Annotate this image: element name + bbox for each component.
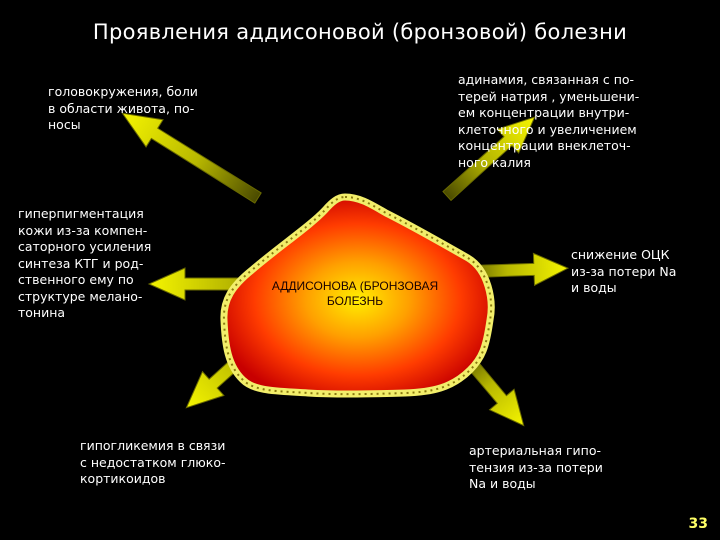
central-blob [220,193,495,398]
node-bottom-left-text: гипогликемия в связи с недостатком глюко… [80,438,226,486]
node-left-text: гиперпигментация кожи из-за компен- сато… [18,206,152,320]
arrow-to-top-right [442,116,536,202]
node-top-left-text: головокружения, боли в области живота, п… [48,84,198,132]
page-number: 33 [688,516,708,532]
node-right-text: снижение ОЦК из-за потери Na и воды [571,247,677,295]
center-label: АДДИСОНОВА (БРОНЗОВАЯ БОЛЕЗНЬ [271,279,439,308]
arrow-to-top-left [121,112,262,204]
node-bottom-right-text: артериальная гипо- тензия из-за потери N… [469,443,603,491]
node-top-right-text: адинамия, связанная с по- терей натрия ,… [458,72,640,170]
slide-title: Проявления аддисоновой (бронзовой) болез… [92,20,628,44]
